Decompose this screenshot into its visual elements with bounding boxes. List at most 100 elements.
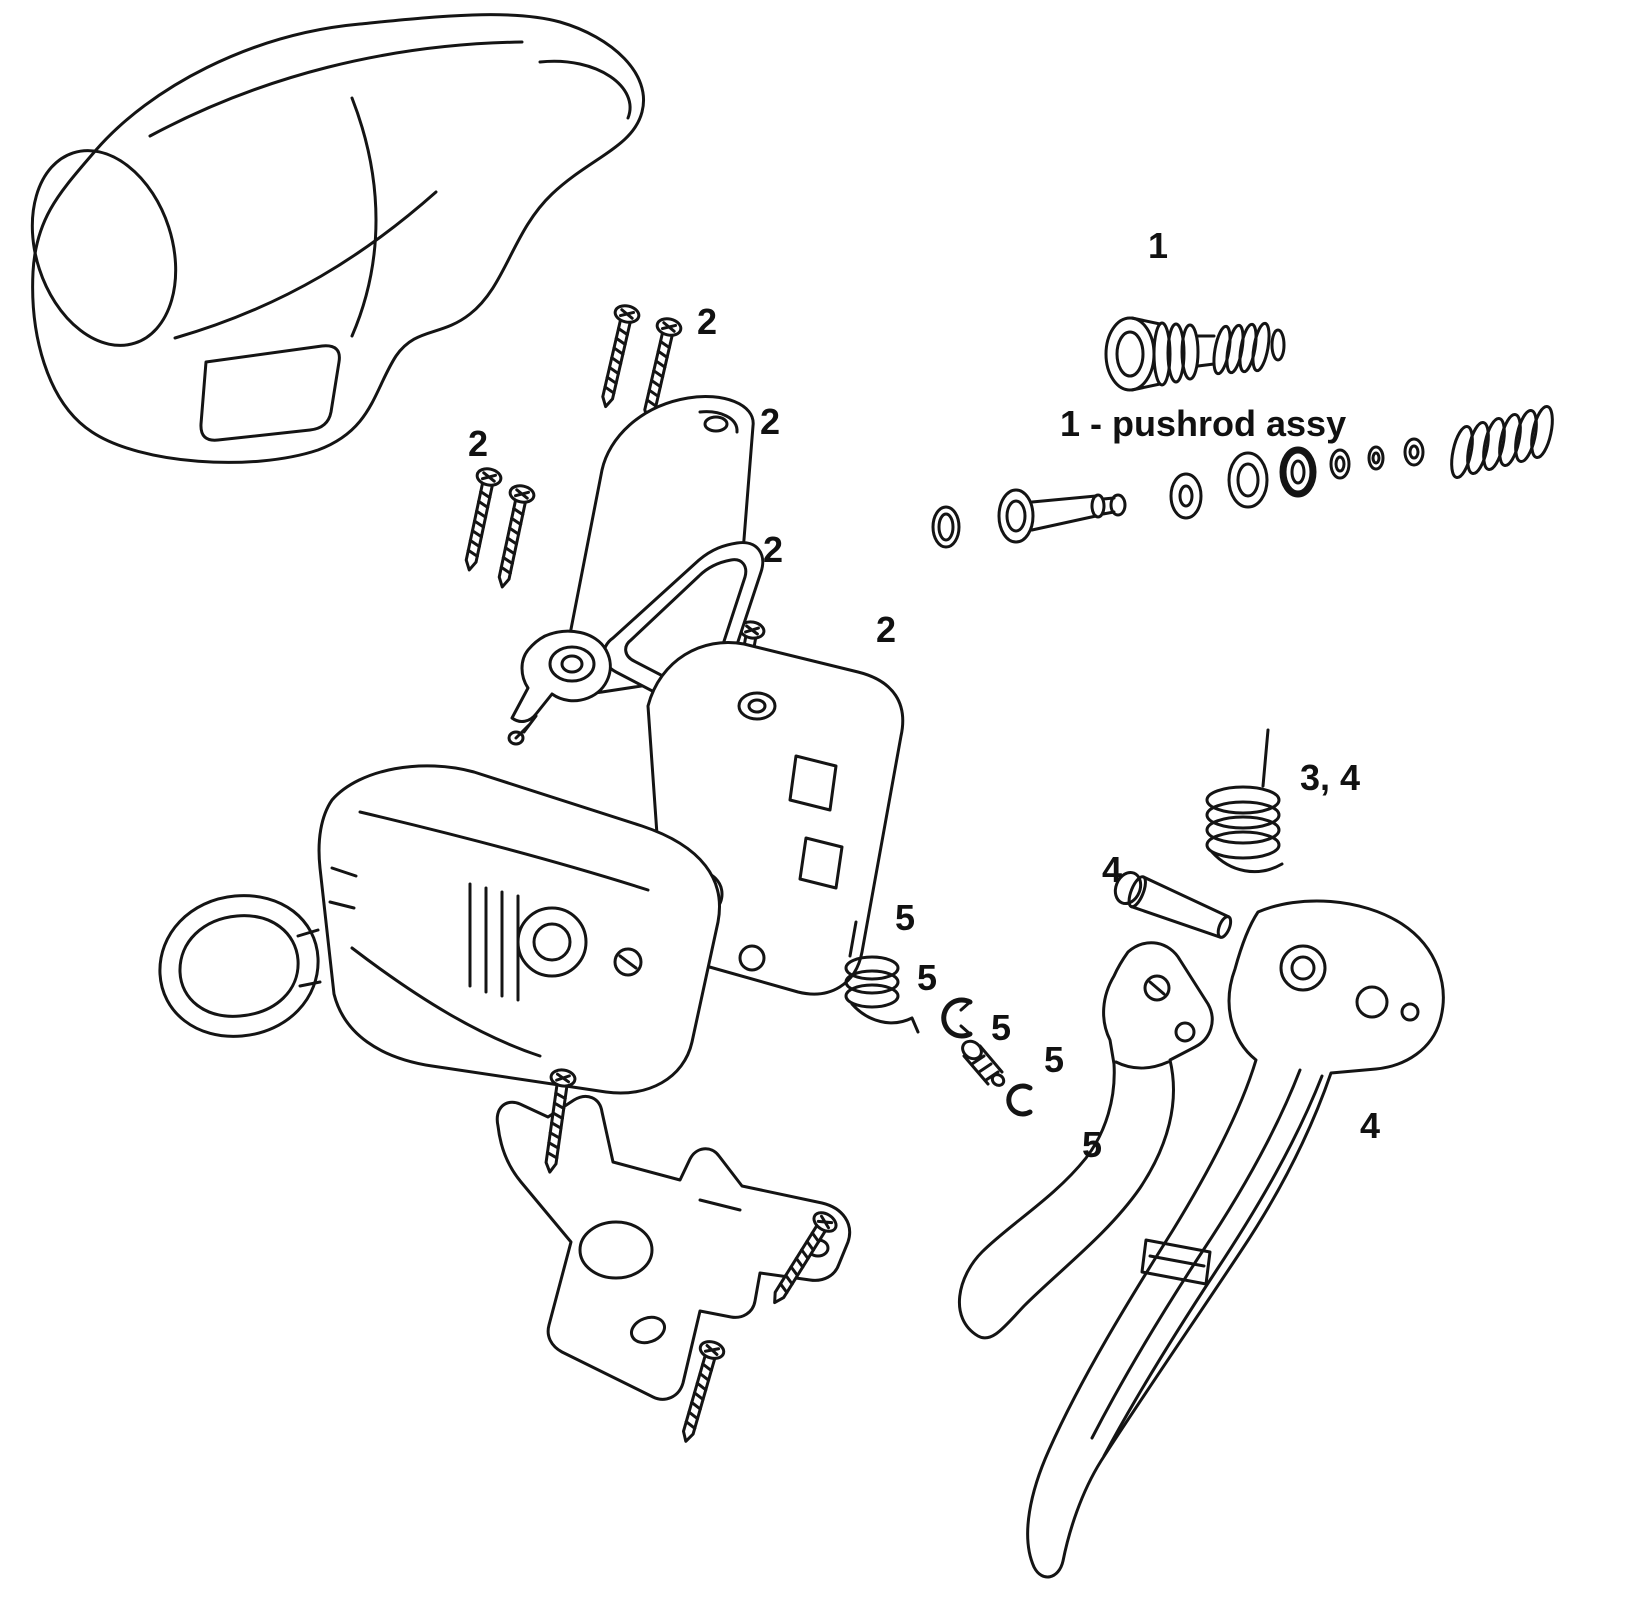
spring-coil (1205, 830, 1281, 860)
handlebar-clamp (158, 894, 322, 1038)
blade-clamp-block (1140, 1238, 1212, 1286)
pushrod-assembly (1104, 316, 1286, 392)
washer (1169, 472, 1203, 520)
paddle-pivot-slot (1148, 980, 1166, 996)
piston-flange (997, 488, 1035, 544)
paddle-neck-line (1114, 1060, 1170, 1070)
hood-cover (30, 13, 645, 464)
mechanism-drum-inner (532, 922, 572, 962)
small-washer-inner (1408, 444, 1420, 460)
fitting-head (961, 1039, 983, 1061)
pushrod-rib (1152, 321, 1172, 387)
pushrod-rib (1180, 323, 1200, 381)
mounting-screw (592, 302, 642, 411)
brake-lever-blade (1026, 899, 1445, 1579)
seal-ring-inner (1290, 459, 1306, 485)
pushrod-cup (1104, 316, 1156, 392)
small-washer (1403, 437, 1425, 467)
piston-flange-inner (1005, 499, 1027, 533)
shifter-main-body (317, 764, 721, 1095)
piston-rod (1030, 494, 1098, 532)
shift-paddle (957, 941, 1214, 1340)
blade-edge-line (1102, 1074, 1324, 1458)
hood-cuff-opening (30, 149, 178, 347)
small-washer-inner (1334, 455, 1346, 473)
snap-ring (1006, 1083, 1033, 1117)
callout-1: 1 (1148, 225, 1168, 266)
snap-ring-body (1006, 1083, 1033, 1117)
return-spring-coil (1450, 424, 1474, 480)
spring-coil (1205, 815, 1281, 845)
hose-connector (507, 629, 612, 746)
return-spring-coil (1466, 420, 1490, 476)
fitting-body (962, 1044, 1004, 1086)
pushrod-cup-inner (1115, 330, 1145, 378)
e-clip-body (941, 997, 973, 1039)
bleed-fitting (961, 1039, 1006, 1087)
hood-outline (31, 13, 645, 464)
pushrod-parts-row (931, 404, 1554, 549)
pin-tip (1216, 915, 1233, 939)
cover-edge-line (698, 1198, 742, 1212)
barb-ridges (514, 714, 538, 740)
blade-hole (1355, 985, 1389, 1019)
body-rib (358, 810, 650, 892)
return-spring-coil (1530, 404, 1554, 460)
detent-spring-coil (844, 983, 900, 1009)
small-washer (1329, 448, 1351, 480)
body-rib (350, 946, 542, 1058)
bracket-slot (798, 836, 844, 890)
cup-seal-inner (1236, 462, 1260, 498)
paddle-pivot-hole (1143, 974, 1171, 1002)
pushrod-link-lines (1130, 316, 1162, 392)
connector-port (560, 654, 584, 674)
hood-pocket (199, 344, 341, 442)
callout-2-d: 2 (763, 529, 783, 570)
hood-contour-line (173, 190, 438, 340)
small-washer-inner (1371, 451, 1381, 465)
body-tab-lines (328, 866, 358, 910)
detent-spring-coil (844, 955, 900, 981)
callout-4-b: 4 (1360, 1105, 1380, 1146)
spring-hatch (468, 882, 520, 1002)
top-cover-edge (698, 410, 739, 434)
screw-hole (703, 415, 729, 433)
e-clip (941, 997, 973, 1039)
pushrod-spring-coil (1251, 321, 1271, 373)
pushrod-shaft-lines (1196, 334, 1216, 368)
hood-contour-line (350, 96, 378, 338)
pin-head (1113, 870, 1143, 906)
callout-labels: 1 1 - pushrod assy 2 2 2 2 2 3, 4 4 4 5 … (468, 225, 1380, 1165)
return-spring-coil (1482, 416, 1506, 472)
callout-2-c: 2 (468, 423, 488, 464)
lower-cover (495, 1095, 851, 1401)
hood-tip-line (538, 59, 632, 120)
washer-inner (1178, 484, 1194, 508)
lever-pivot-pin (1113, 870, 1233, 939)
callout-2-e: 2 (876, 609, 896, 650)
detent-spring-lower-leg (850, 1002, 920, 1034)
blade-clamp-line (1148, 1254, 1206, 1268)
return-spring-coil (1514, 408, 1538, 464)
callout-2-a: 2 (697, 301, 717, 342)
mounting-screw (456, 465, 504, 574)
callout-5-c: 5 (991, 1007, 1011, 1048)
piston-rod-step (1090, 493, 1106, 519)
callout-5-d: 5 (1044, 1039, 1064, 1080)
blade-small-hole (1400, 1002, 1420, 1022)
spring-coil (1205, 800, 1281, 830)
paddle-hole (1174, 1021, 1196, 1043)
callout-1-caption: 1 - pushrod assy (1060, 403, 1346, 444)
bracket-slot (788, 754, 838, 812)
callout-5-e: 5 (1082, 1124, 1102, 1165)
clamp-inner (178, 914, 300, 1018)
cup-seal (1227, 451, 1269, 509)
screw-boss-hole (747, 698, 767, 714)
callout-2-b: 2 (760, 401, 780, 442)
lower-cover-outline (495, 1095, 851, 1401)
cover-small-hole (630, 1315, 666, 1345)
pushrod-end-washer (1270, 328, 1286, 362)
pushrod-spring-coil (1225, 323, 1245, 375)
callout-5-a: 5 (895, 897, 915, 938)
